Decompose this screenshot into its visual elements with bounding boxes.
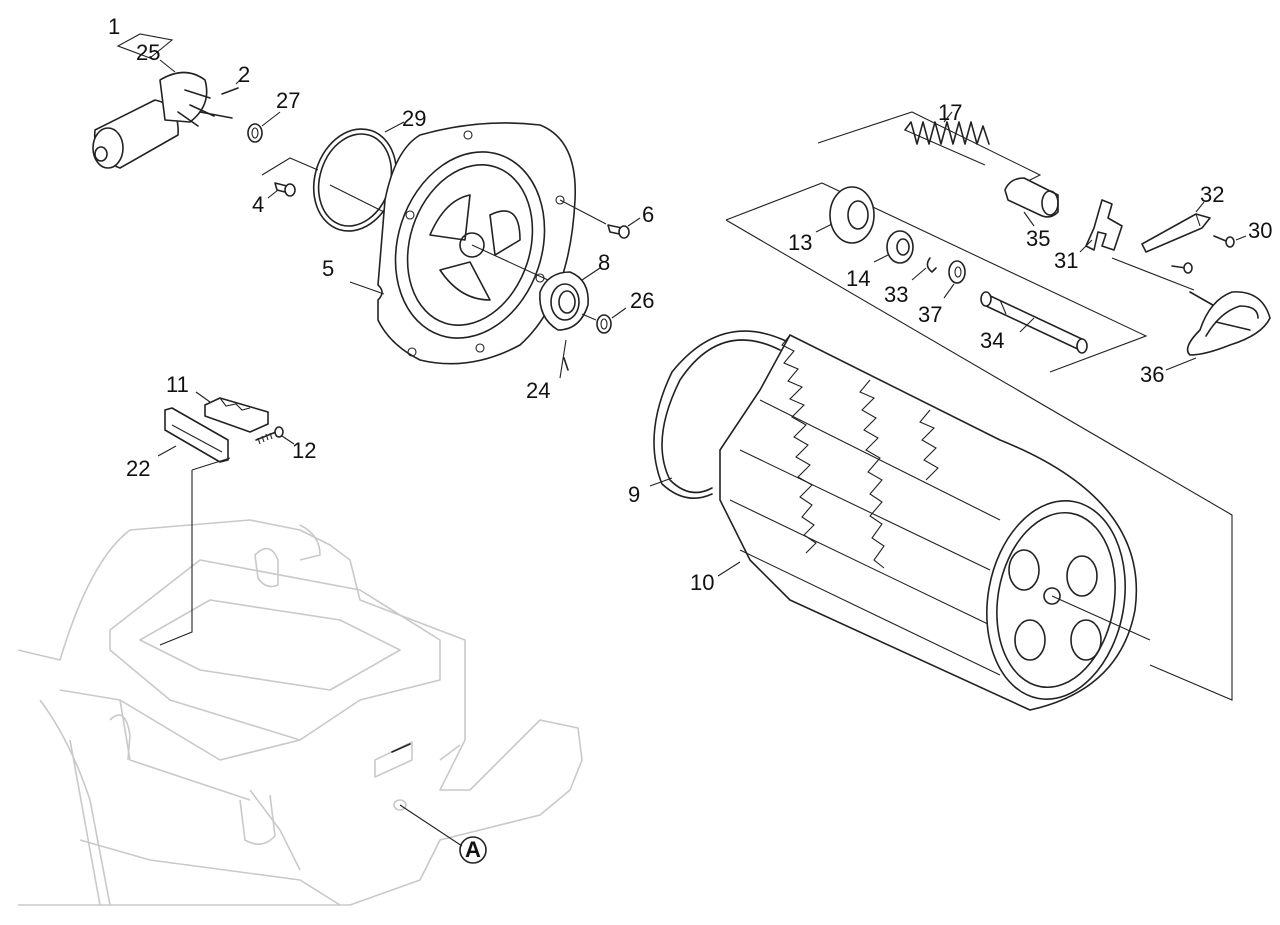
handle-36[interactable] (1186, 291, 1271, 356)
seal-ring-9[interactable] (653, 330, 789, 500)
bearing-14[interactable] (886, 230, 914, 264)
fork-31[interactable] (1085, 199, 1123, 251)
callout-26: 26 (630, 288, 654, 313)
callout-29: 29 (402, 106, 426, 131)
ring-27[interactable] (247, 123, 263, 143)
screw-31b[interactable] (1171, 262, 1193, 274)
screw-30[interactable] (1213, 235, 1235, 248)
callout-2: 2 (238, 62, 250, 87)
callout-10: 10 (690, 570, 714, 595)
callout-24: 24 (526, 378, 550, 403)
callout-30: 30 (1248, 218, 1272, 243)
callout-9: 9 (628, 482, 640, 507)
callout-1: 1 (108, 14, 120, 39)
ring-26[interactable] (596, 314, 612, 334)
screw-4[interactable] (274, 182, 296, 197)
brush-motor[interactable] (92, 71, 233, 169)
sleeve-35[interactable] (1004, 177, 1059, 218)
callout-33: 33 (884, 282, 908, 307)
washer-37[interactable] (948, 260, 966, 284)
callout-34: 34 (980, 328, 1004, 353)
flange-plate-5[interactable] (372, 122, 576, 365)
callout-4: 4 (252, 192, 264, 217)
reference-marker-circle (459, 836, 487, 864)
callout-5: 5 (322, 256, 334, 281)
machine-housing-outline: A (17, 519, 583, 906)
brush-roller-10[interactable] (719, 334, 1151, 711)
callout-13: 13 (788, 230, 812, 255)
bracket-22[interactable] (164, 407, 229, 463)
callout-25: 25 (136, 40, 160, 65)
callout-17: 17 (938, 100, 962, 125)
pin-24[interactable] (563, 357, 569, 371)
lever-32[interactable] (1141, 213, 1211, 253)
contact-block-11[interactable] (204, 397, 269, 433)
spring-17[interactable] (904, 121, 990, 166)
callout-27: 27 (276, 88, 300, 113)
callout-22: 22 (126, 456, 150, 481)
callout-11: 11 (166, 372, 189, 397)
callout-8: 8 (598, 250, 610, 275)
callout-labels: 1 25 2 27 29 4 5 6 8 26 24 11 12 22 17 3… (108, 14, 1272, 595)
callout-12: 12 (292, 438, 316, 463)
reference-marker-a: A (465, 837, 481, 862)
callout-37: 37 (918, 302, 942, 327)
callout-31: 31 (1054, 248, 1078, 273)
callout-6: 6 (642, 202, 654, 227)
callout-14: 14 (846, 266, 870, 291)
shaft-34[interactable] (980, 291, 1088, 354)
screw-6[interactable] (607, 224, 630, 239)
circlip-33[interactable] (926, 257, 937, 273)
callout-35: 35 (1026, 226, 1050, 251)
wheel-13[interactable] (829, 186, 875, 244)
screw-12[interactable] (255, 426, 284, 445)
bearing-housing-8[interactable] (539, 271, 589, 331)
callout-36: 36 (1140, 362, 1164, 387)
pin-2[interactable] (221, 87, 239, 95)
callout-32: 32 (1200, 182, 1224, 207)
